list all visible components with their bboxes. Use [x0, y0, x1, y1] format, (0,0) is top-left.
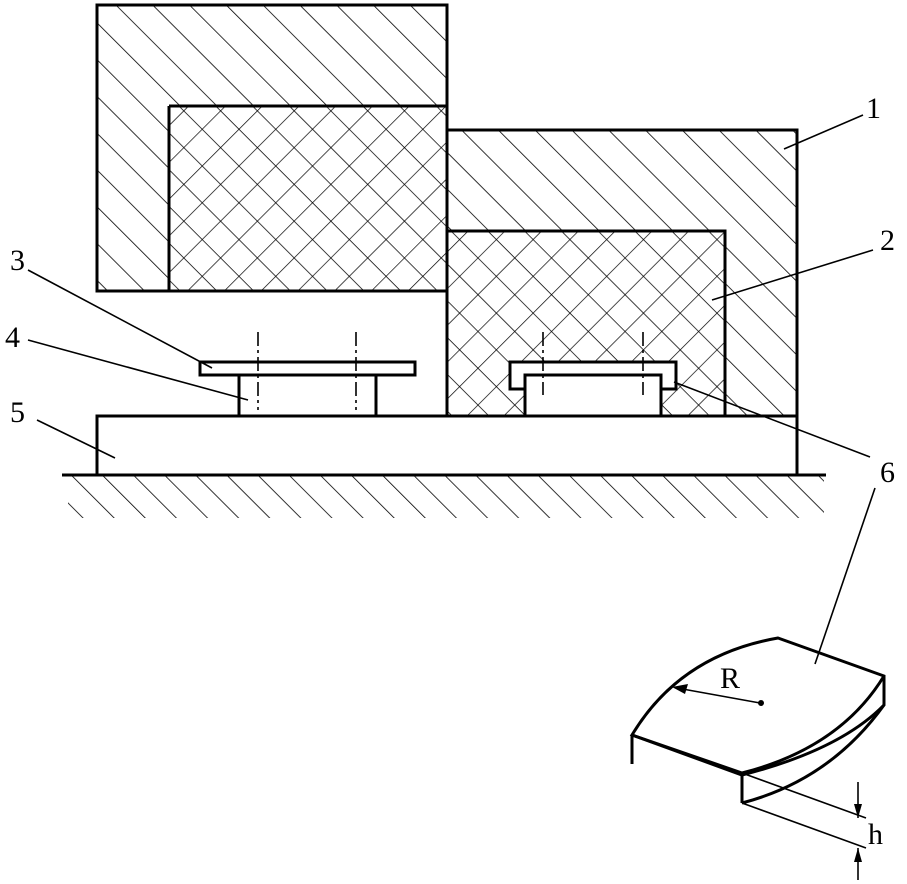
leader-lines	[27, 114, 876, 665]
label-4: 4	[5, 321, 20, 354]
height-dimension	[741, 772, 867, 880]
upper-left-block	[95, 3, 449, 293]
left-workpiece	[198, 332, 417, 418]
curved-part-detail	[629, 636, 886, 805]
label-6: 6	[880, 456, 895, 489]
label-radius: R	[720, 662, 740, 695]
ground-hatch	[62, 473, 826, 518]
right-workpiece	[508, 332, 678, 418]
label-3: 3	[10, 244, 25, 277]
label-2: 2	[880, 224, 895, 257]
label-height: h	[868, 818, 883, 851]
label-5: 5	[10, 396, 25, 429]
label-1: 1	[866, 92, 881, 125]
base-plate	[95, 414, 799, 477]
